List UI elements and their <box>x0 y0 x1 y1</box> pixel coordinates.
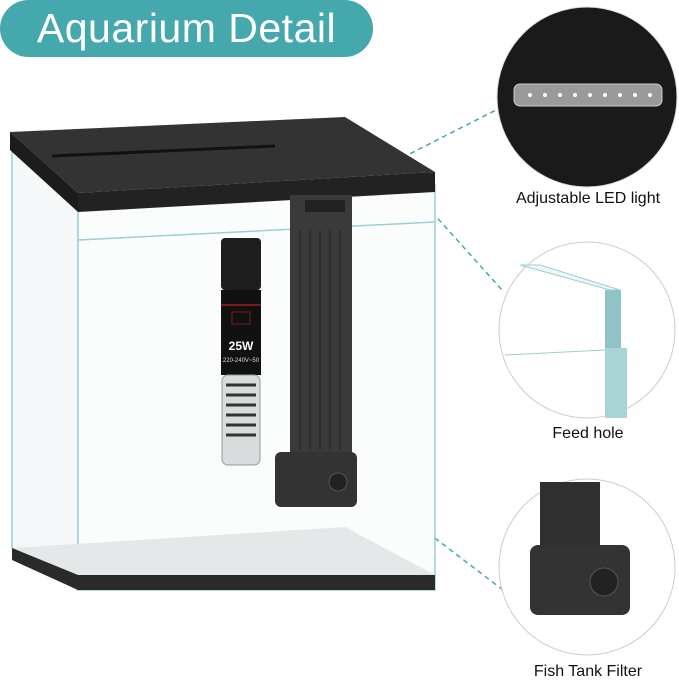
title-banner: Aquarium Detail <box>0 0 373 57</box>
heater-voltage: 220-240V~50 <box>223 358 260 364</box>
heater-wattage: 25W <box>229 339 254 353</box>
callout-feed-circle <box>498 241 676 419</box>
callout-label-feed: Feed hole <box>552 425 624 442</box>
callout-led-circle <box>496 6 678 188</box>
heater: 25W 220-240V~50 <box>221 238 261 466</box>
lid <box>10 117 435 212</box>
callout-filter-circle <box>498 478 676 656</box>
callout-label-led: Adjustable LED light <box>515 190 661 207</box>
title-text: Aquarium Detail <box>36 5 337 51</box>
tank-base <box>12 548 435 590</box>
callout-label-filter: Fish Tank Filter <box>533 663 643 680</box>
filter <box>275 195 357 507</box>
callout-line-feed <box>431 211 503 291</box>
feed-hole <box>51 144 276 158</box>
